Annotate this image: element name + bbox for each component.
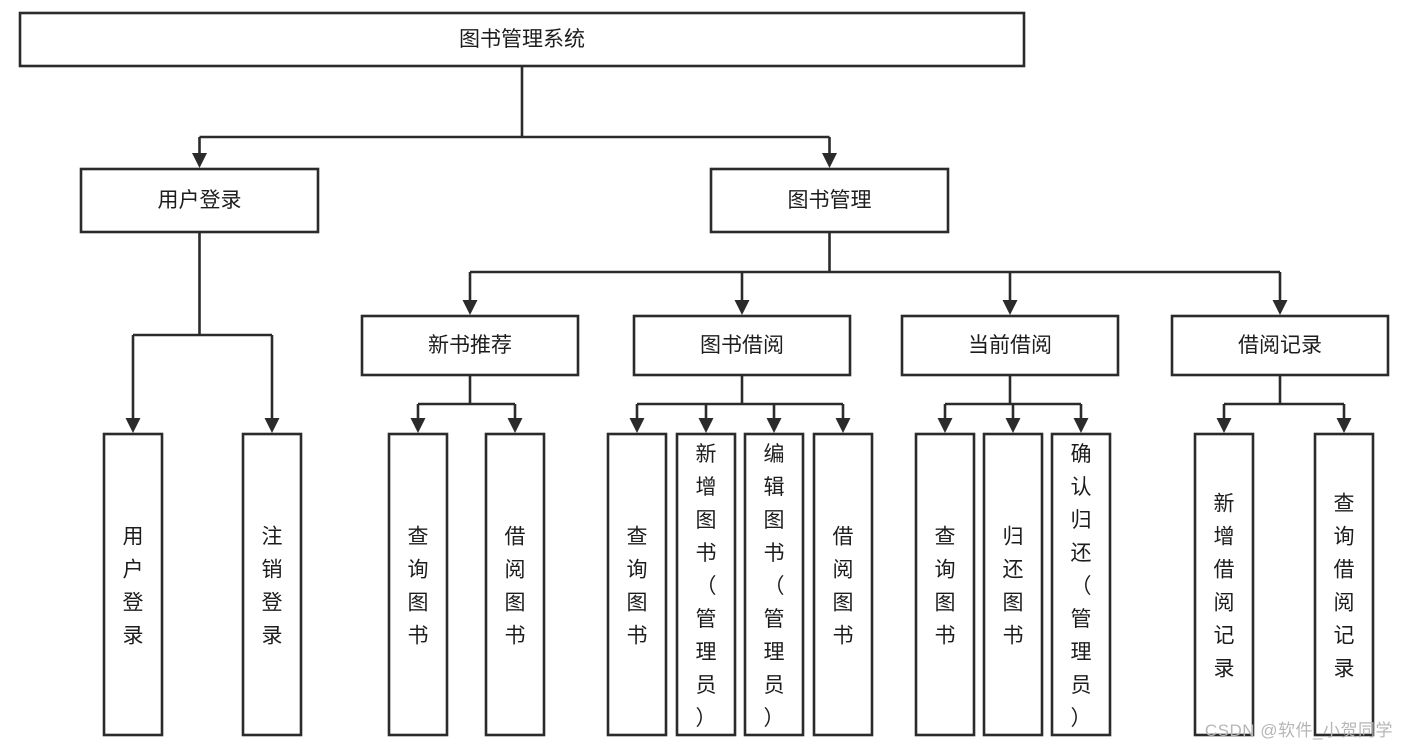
node-box-book-borrow[interactable] [632, 314, 852, 377]
node-label-leaf-borrow-book-recommend: 借阅图书 [505, 526, 526, 648]
arrow-icon-leaf-confirm-return [1073, 418, 1089, 433]
arrow-icon-leaf-user-login [125, 418, 141, 433]
node-box-leaf-add-book[interactable] [675, 432, 737, 737]
arrow-icon-leaf-query-book-recommend [410, 418, 426, 433]
node-label-leaf-confirm-return: 确认归还（管理员） [1071, 443, 1092, 730]
arrow-icon-leaf-add-borrow-record [1216, 418, 1232, 433]
node-user-login[interactable]: 用户登录 [79, 167, 320, 234]
node-label-book-borrow: 图书借阅 [700, 334, 784, 357]
node-box-leaf-add-borrow-record[interactable] [1193, 432, 1255, 737]
node-box-leaf-return-book[interactable] [982, 432, 1044, 737]
node-book-manage[interactable]: 图书管理 [709, 167, 950, 234]
node-label-new-book-recommend: 新书推荐 [428, 334, 512, 357]
node-leaf-add-borrow-record[interactable]: 新增借阅记录 [1193, 432, 1255, 737]
node-label-leaf-query-book-recommend: 查询图书 [408, 526, 429, 648]
arrow-icon-leaf-add-book [698, 418, 714, 433]
node-label-leaf-add-book: 新增图书（管理员） [696, 443, 717, 730]
node-new-book-recommend[interactable]: 新书推荐 [360, 314, 580, 377]
node-root[interactable]: 图书管理系统 [18, 11, 1026, 68]
node-book-borrow[interactable]: 图书借阅 [632, 314, 852, 377]
node-label-leaf-user-login: 用户登录 [123, 526, 144, 648]
connector-layer [125, 66, 1352, 433]
node-current-borrow[interactable]: 当前借阅 [900, 314, 1120, 377]
arrow-icon-leaf-query-borrow-record [1336, 418, 1352, 433]
node-leaf-return-book[interactable]: 归还图书 [982, 432, 1044, 737]
node-box-leaf-borrow-book[interactable] [812, 432, 874, 737]
node-leaf-query-book-recommend[interactable]: 查询图书 [387, 432, 449, 737]
arrow-icon-leaf-edit-book [766, 418, 782, 433]
node-label-leaf-query-borrow-record: 查询借阅记录 [1334, 493, 1355, 681]
node-box-new-book-recommend[interactable] [360, 314, 580, 377]
arrow-icon-leaf-query-book-current [937, 418, 953, 433]
node-leaf-query-book-current[interactable]: 查询图书 [914, 432, 976, 737]
node-label-leaf-return-book: 归还图书 [1003, 526, 1024, 648]
node-leaf-user-login[interactable]: 用户登录 [102, 432, 164, 737]
node-label-root: 图书管理系统 [459, 28, 585, 51]
node-box-leaf-edit-book[interactable] [743, 432, 805, 737]
node-layer: 图书管理系统用户登录图书管理新书推荐图书借阅当前借阅借阅记录用户登录注销登录查询… [18, 11, 1390, 737]
node-leaf-borrow-book-recommend[interactable]: 借阅图书 [484, 432, 546, 737]
node-leaf-edit-book[interactable]: 编辑图书（管理员） [743, 432, 805, 737]
node-box-leaf-borrow-book-recommend[interactable] [484, 432, 546, 737]
arrow-icon-book-manage [822, 153, 837, 168]
node-leaf-borrow-book[interactable]: 借阅图书 [812, 432, 874, 737]
node-label-leaf-logout: 注销登录 [262, 526, 283, 648]
arrow-icon-current-borrow [1002, 300, 1018, 315]
arrow-icon-leaf-query-book-borrow [629, 418, 645, 433]
arrow-icon-leaf-borrow-book-recommend [507, 418, 523, 433]
arrow-icon-borrow-record [1272, 300, 1288, 315]
node-label-leaf-edit-book: 编辑图书（管理员） [764, 443, 785, 730]
node-box-leaf-user-login[interactable] [102, 432, 164, 737]
node-label-current-borrow: 当前借阅 [968, 334, 1052, 357]
node-box-leaf-query-borrow-record[interactable] [1313, 432, 1375, 737]
node-label-leaf-query-book-current: 查询图书 [935, 526, 956, 648]
node-box-current-borrow[interactable] [900, 314, 1120, 377]
arrow-icon-leaf-logout [264, 418, 280, 433]
node-leaf-logout[interactable]: 注销登录 [241, 432, 303, 737]
node-borrow-record[interactable]: 借阅记录 [1170, 314, 1390, 377]
node-box-leaf-logout[interactable] [241, 432, 303, 737]
node-box-book-manage[interactable] [709, 167, 950, 234]
node-leaf-confirm-return[interactable]: 确认归还（管理员） [1050, 432, 1112, 737]
node-label-user-login: 用户登录 [158, 189, 242, 212]
arrow-icon-user-login [192, 153, 207, 168]
node-leaf-query-book-borrow[interactable]: 查询图书 [606, 432, 668, 737]
node-label-leaf-borrow-book: 借阅图书 [833, 526, 854, 648]
arrow-icon-new-book-recommend [462, 300, 478, 315]
node-box-borrow-record[interactable] [1170, 314, 1390, 377]
arrow-icon-leaf-borrow-book [835, 418, 851, 433]
node-box-user-login[interactable] [79, 167, 320, 234]
node-box-root[interactable] [18, 11, 1026, 68]
node-label-book-manage: 图书管理 [788, 189, 872, 212]
node-box-leaf-confirm-return[interactable] [1050, 432, 1112, 737]
node-label-leaf-query-book-borrow: 查询图书 [627, 526, 648, 648]
node-leaf-add-book[interactable]: 新增图书（管理员） [675, 432, 737, 737]
node-box-leaf-query-book-borrow[interactable] [606, 432, 668, 737]
arrow-icon-leaf-return-book [1005, 418, 1021, 433]
node-box-leaf-query-book-recommend[interactable] [387, 432, 449, 737]
node-box-leaf-query-book-current[interactable] [914, 432, 976, 737]
arrow-icon-book-borrow [734, 300, 750, 315]
node-label-borrow-record: 借阅记录 [1238, 334, 1322, 357]
node-leaf-query-borrow-record[interactable]: 查询借阅记录 [1313, 432, 1375, 737]
node-label-leaf-add-borrow-record: 新增借阅记录 [1214, 493, 1235, 681]
